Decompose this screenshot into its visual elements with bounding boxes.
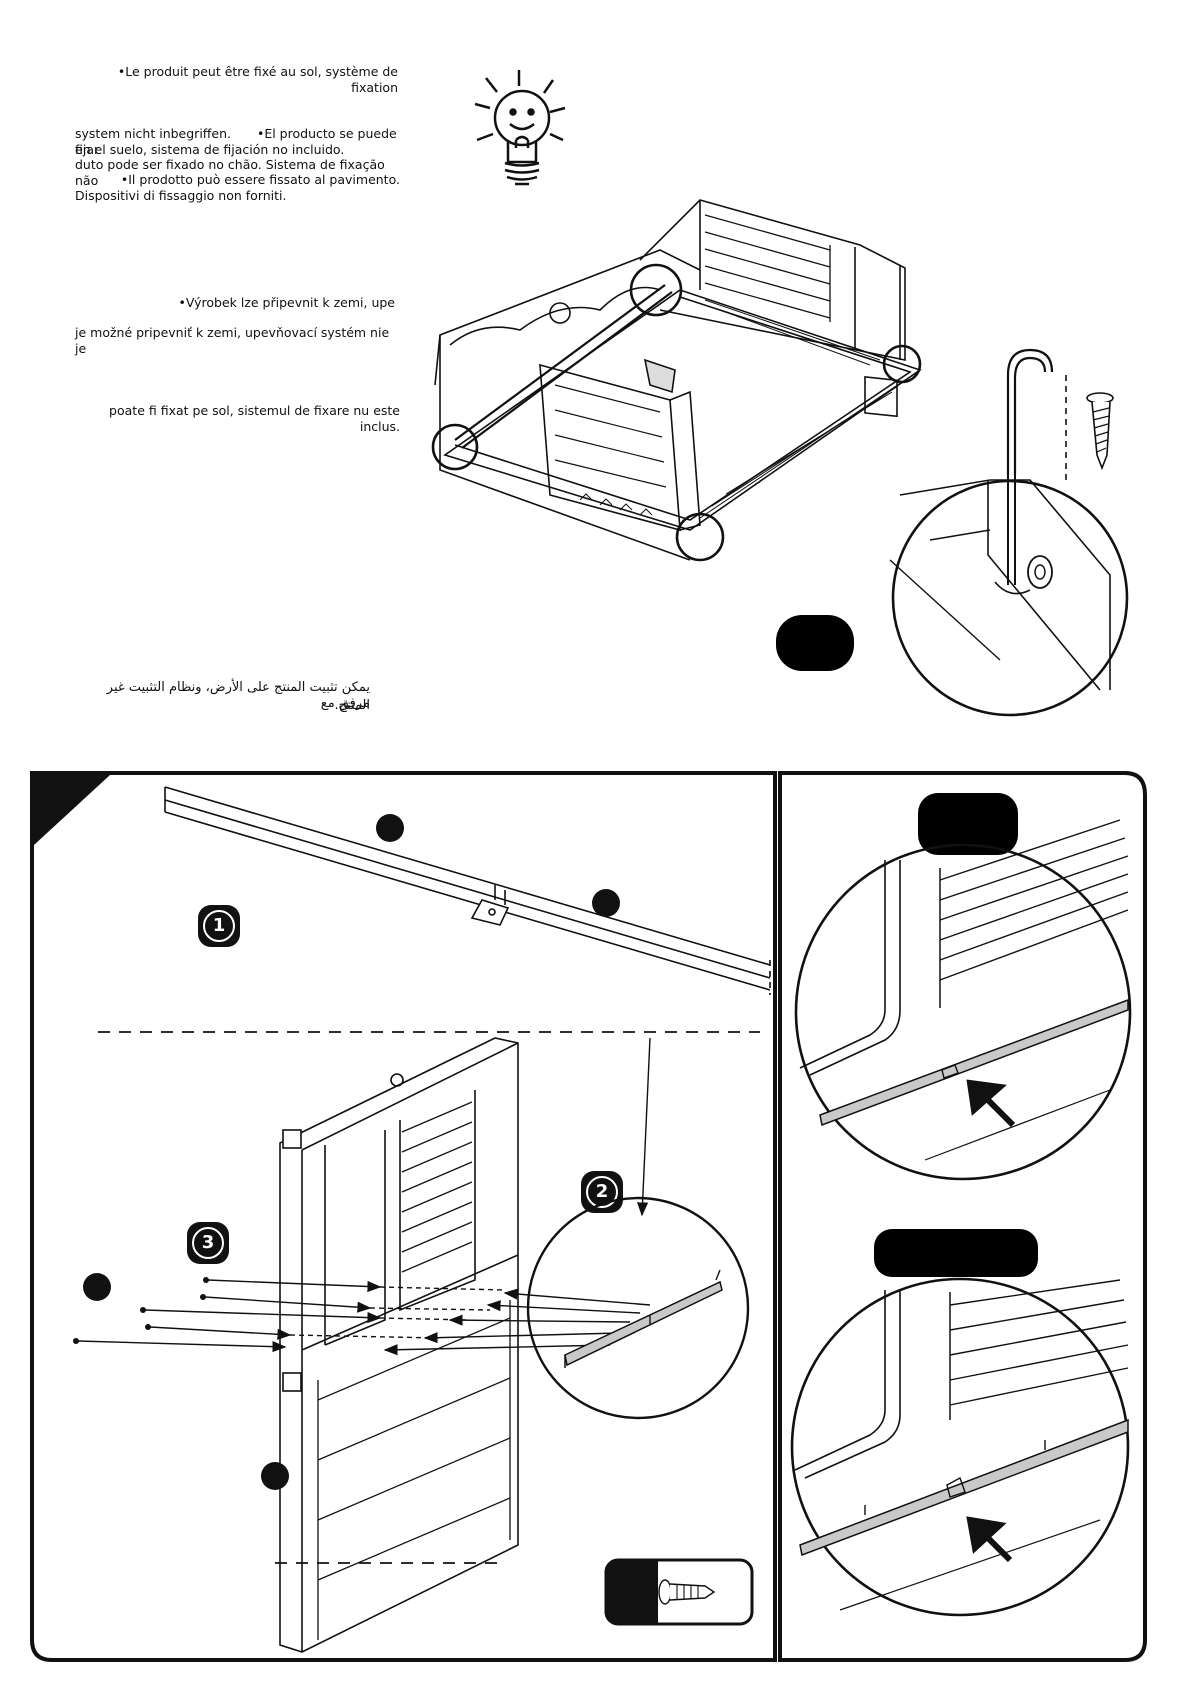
ground-peg-icon: [1006, 348, 1054, 475]
note-cs: •Výrobek lze připevnit k zemi, upe: [178, 295, 395, 310]
step-1-badge: [198, 905, 240, 947]
black-label-right-2: [874, 1229, 1038, 1277]
screw-legend: [604, 1558, 754, 1626]
note-it: •Il prodotto può essere fissato al pavim…: [120, 172, 400, 187]
corner-triangle: [34, 775, 110, 845]
note-ar-2: المنتج.: [334, 698, 370, 713]
part-dot-d: [261, 1462, 289, 1490]
part-dot-b: [592, 889, 620, 917]
right-panel-frame: [778, 771, 1147, 1662]
rail-illustration: [164, 786, 771, 995]
arrow-icon-2: [966, 1516, 1013, 1563]
note-de-es: system nicht inbegriffen. •El producto s…: [75, 126, 400, 158]
step-3-badge: [187, 1222, 229, 1264]
guide-arrow: [636, 1037, 651, 1217]
note-de-tail: system nicht inbegriffen.: [75, 126, 231, 141]
shed-floor-illustration: [431, 199, 922, 562]
part-dot-a: [376, 814, 404, 842]
screw-arrows: [77, 1279, 506, 1353]
note-it-2: Dispositivi di fissaggio non forniti.: [75, 188, 287, 203]
detail-circle-2: [790, 1277, 1130, 1617]
peg-detail-circle: [889, 475, 1129, 717]
black-label-right-1: [918, 793, 1018, 855]
note-pt: duto pode ser fixado no chão. Sistema de…: [75, 157, 385, 188]
note-fr: •Le produit peut être fixé au sol, systè…: [117, 64, 398, 95]
black-label-top: [776, 615, 854, 671]
step-1-number: 1: [212, 915, 226, 936]
lightbulb-icon: [474, 70, 566, 186]
step-2-number: 2: [595, 1181, 609, 1202]
part-dot-c: [83, 1273, 111, 1301]
step-2-badge: [581, 1171, 623, 1213]
rail-detail-circle: [526, 1196, 750, 1420]
note-ar: يمكن تثبيت المنتج على الأرض، ونظام التثب…: [106, 680, 370, 711]
note-sk: je možné pripevniť k zemi, upevňovací sy…: [75, 325, 390, 356]
step-3-number: 3: [201, 1232, 215, 1253]
note-ro: poate fi fixat pe sol, sistemul de fixar…: [109, 403, 400, 434]
left-panel-frame: [30, 771, 777, 1662]
detail-circle-1: [794, 819, 1132, 1181]
note-es: •El producto se puede fijar: [75, 126, 397, 157]
rail-insert-arrows: [383, 1288, 651, 1356]
screw-icon: [1086, 392, 1114, 471]
screw-heads: [73, 1277, 209, 1344]
door-panel-illustration: [279, 1037, 519, 1653]
arrow-icon: [966, 1079, 1016, 1128]
note-es-2: en el suelo, sistema de fijación no incl…: [75, 142, 345, 157]
